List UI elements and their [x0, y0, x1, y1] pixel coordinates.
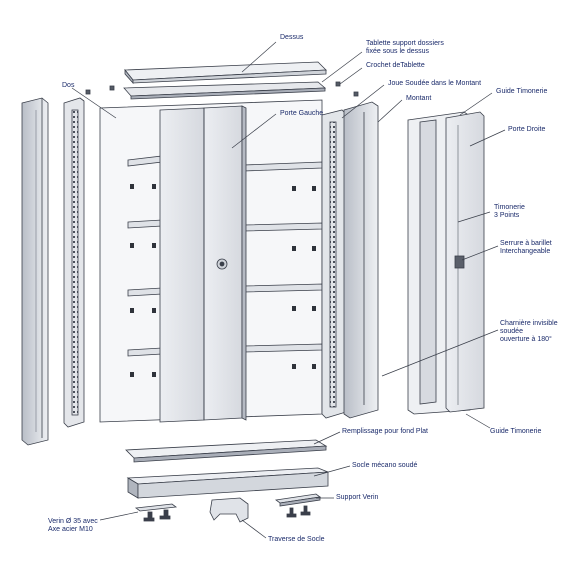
label-socle: Socle mécano soudé [352, 462, 418, 469]
label-porte-droite: Porte Droite [508, 126, 546, 133]
label-timonerie-1: Timonerie [494, 204, 525, 211]
label-serrure-1: Serrure à barillet [500, 240, 552, 247]
porte-gauche-door [159, 105, 247, 423]
label-charniere-1: Charnière invisible [500, 320, 558, 327]
verin-feet [134, 503, 311, 522]
joue-side-panel [343, 101, 379, 419]
label-dessus: Dessus [280, 34, 304, 41]
label-verin-2: Axe acier M10 [48, 526, 93, 533]
label-joue: Joue Soudée dans le Montant [388, 80, 482, 87]
label-serrure-2: Interchangeable [500, 248, 551, 255]
label-charniere-2: soudée [500, 328, 523, 335]
dos-rail [63, 97, 85, 428]
left-side-panel [21, 97, 49, 446]
tablette-support-shelf [123, 81, 327, 100]
label-guide-top: Guide Timonerie [496, 88, 548, 95]
label-tablette-1: Tablette support dossiers [366, 40, 444, 47]
label-charniere-3: ouverture à 180° [500, 336, 552, 343]
support-verin [274, 493, 322, 507]
shelf-clips [130, 184, 316, 377]
label-verin-1: Verin Ø 35 avec [48, 518, 98, 525]
label-guide-bottom: Guide Timonerie [490, 428, 542, 435]
label-traverse: Traverse de Socle [268, 536, 325, 543]
label-montant: Montant [406, 95, 432, 102]
label-remplissage: Remplissage pour fond Plat [342, 428, 428, 435]
remplissage-panel [125, 439, 328, 463]
porte-droite-door [407, 111, 485, 415]
montant-right-rail [321, 109, 347, 419]
label-support-verin: Support Verin [336, 494, 379, 501]
label-tablette-2: fixée sous le dessus [366, 48, 430, 55]
label-timonerie-2: 3 Points [494, 212, 520, 219]
label-porte-gauche: Porte Gauche [280, 110, 324, 117]
label-dos: Dos [62, 82, 75, 89]
crochet-clips [85, 81, 359, 97]
traverse-socle [209, 497, 249, 523]
label-crochet: Crochet deTablette [366, 62, 425, 69]
leader-lines [71, 41, 506, 539]
dessus-top-panel [124, 61, 327, 85]
socle-base [126, 467, 329, 499]
